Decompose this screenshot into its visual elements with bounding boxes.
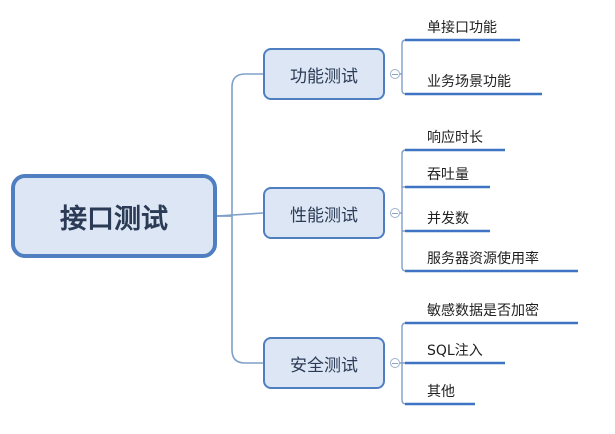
collapse-toggle-icon[interactable] — [390, 69, 400, 79]
branch-node-performance-testing[interactable]: 性能测试 — [263, 187, 385, 239]
collapse-toggle-icon[interactable] — [390, 208, 400, 218]
leaf-throughput[interactable]: 吞吐量 — [427, 167, 469, 183]
connector-root-to-functional — [217, 73, 263, 217]
leaf-business-scenario-function[interactable]: 业务场景功能 — [427, 74, 511, 90]
leaf-other[interactable]: 其他 — [427, 384, 455, 400]
branch-node-functional-testing[interactable]: 功能测试 — [263, 48, 385, 100]
leaf-single-interface-function[interactable]: 单接口功能 — [427, 20, 497, 36]
connector-root-to-security — [217, 215, 263, 364]
connector-functional-leaves — [400, 39, 427, 95]
leaf-concurrency[interactable]: 并发数 — [427, 211, 469, 227]
leaf-response-time[interactable]: 响应时长 — [427, 130, 483, 146]
root-node[interactable]: 接口测试 — [11, 174, 217, 258]
leaf-sql-injection[interactable]: SQL注入 — [427, 343, 483, 359]
connector-performance-leaves — [400, 149, 427, 272]
collapse-toggle-icon[interactable] — [390, 358, 400, 368]
branch-node-security-testing[interactable]: 安全测试 — [263, 337, 385, 389]
leaf-sensitive-data-encryption[interactable]: 敏感数据是否加密 — [427, 303, 539, 319]
leaf-server-resource-usage[interactable]: 服务器资源使用率 — [427, 251, 539, 267]
